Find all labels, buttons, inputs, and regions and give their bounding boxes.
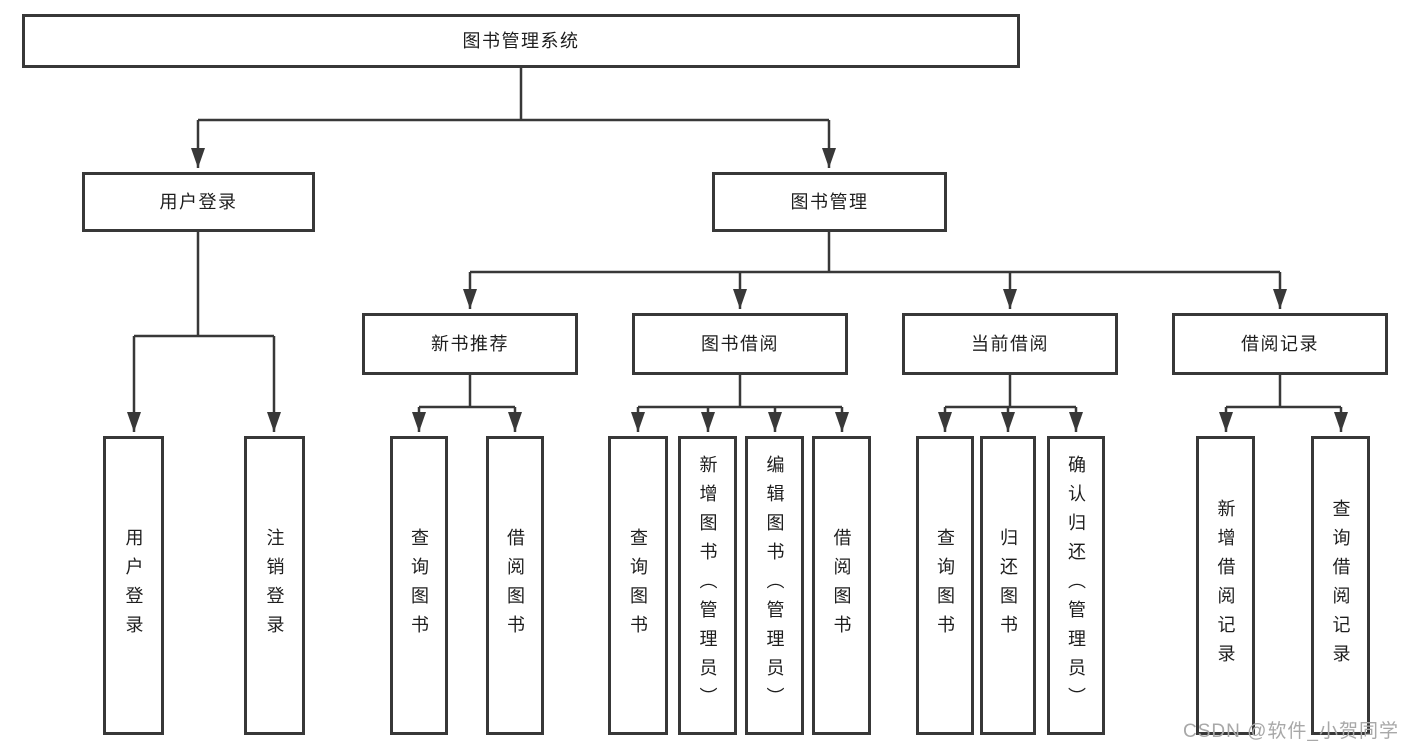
leaf-borrow-books-recommend-label: 借阅图书	[505, 527, 525, 644]
node-book-borrow: 图书借阅	[632, 313, 848, 375]
edge-borrow-records-split	[1226, 375, 1341, 409]
edge-user-login-split	[134, 232, 274, 338]
leaf-return-books-label: 归还图书	[998, 527, 1018, 644]
leaf-query-books-borrow-label: 查询图书	[628, 527, 648, 644]
leaf-query-books-current: 查询图书	[916, 436, 974, 735]
edge-current-borrow-split	[945, 375, 1076, 409]
leaf-query-books-borrow: 查询图书	[608, 436, 668, 735]
leaf-query-borrow-record-label: 查询借阅记录	[1330, 498, 1351, 673]
leaf-user-login-label: 用户登录	[123, 527, 144, 644]
leaf-logout: 注销登录	[244, 436, 305, 735]
watermark: CSDN @软件_小贺同学	[1183, 721, 1399, 742]
leaf-query-books-recommend: 查询图书	[390, 436, 448, 735]
leaf-edit-book-admin: 编辑图书（管理员）	[745, 436, 804, 735]
node-book-management: 图书管理	[712, 172, 947, 232]
leaf-query-books-current-label: 查询图书	[935, 527, 955, 644]
edge-book-management-split	[470, 232, 1280, 274]
node-root-label: 图书管理系统	[462, 31, 580, 51]
node-root: 图书管理系统	[22, 14, 1020, 68]
leaf-confirm-return-admin: 确认归还（管理员）	[1047, 436, 1105, 735]
node-book-borrow-label: 图书借阅	[701, 334, 779, 354]
leaf-add-borrow-record-label: 新增借阅记录	[1215, 498, 1236, 673]
node-current-borrow: 当前借阅	[902, 313, 1118, 375]
node-user-login-label: 用户登录	[159, 192, 238, 212]
node-new-book-recommend: 新书推荐	[362, 313, 578, 375]
edge-book-borrow-split	[638, 375, 842, 409]
edge-new-book-recommend-split	[419, 375, 515, 409]
leaf-add-borrow-record: 新增借阅记录	[1196, 436, 1255, 735]
node-user-login: 用户登录	[82, 172, 315, 232]
node-borrow-records: 借阅记录	[1172, 313, 1388, 375]
edge-root-split	[198, 68, 829, 122]
leaf-borrow-books-borrow: 借阅图书	[812, 436, 871, 735]
node-current-borrow-label: 当前借阅	[971, 334, 1049, 354]
leaf-borrow-books-recommend: 借阅图书	[486, 436, 544, 735]
node-new-book-recommend-label: 新书推荐	[431, 334, 509, 354]
leaf-edit-book-admin-label: 编辑图书（管理员）	[764, 455, 785, 716]
leaf-add-book-admin: 新增图书（管理员）	[678, 436, 737, 735]
leaf-logout-label: 注销登录	[264, 527, 285, 644]
node-book-management-label: 图书管理	[790, 192, 869, 212]
leaf-borrow-books-borrow-label: 借阅图书	[831, 527, 852, 644]
leaf-return-books: 归还图书	[980, 436, 1036, 735]
leaf-add-book-admin-label: 新增图书（管理员）	[697, 455, 718, 716]
node-borrow-records-label: 借阅记录	[1241, 334, 1319, 354]
leaf-query-borrow-record: 查询借阅记录	[1311, 436, 1370, 735]
leaf-confirm-return-admin-label: 确认归还（管理员）	[1066, 455, 1086, 716]
leaf-query-books-recommend-label: 查询图书	[409, 527, 429, 644]
leaf-user-login: 用户登录	[103, 436, 164, 735]
